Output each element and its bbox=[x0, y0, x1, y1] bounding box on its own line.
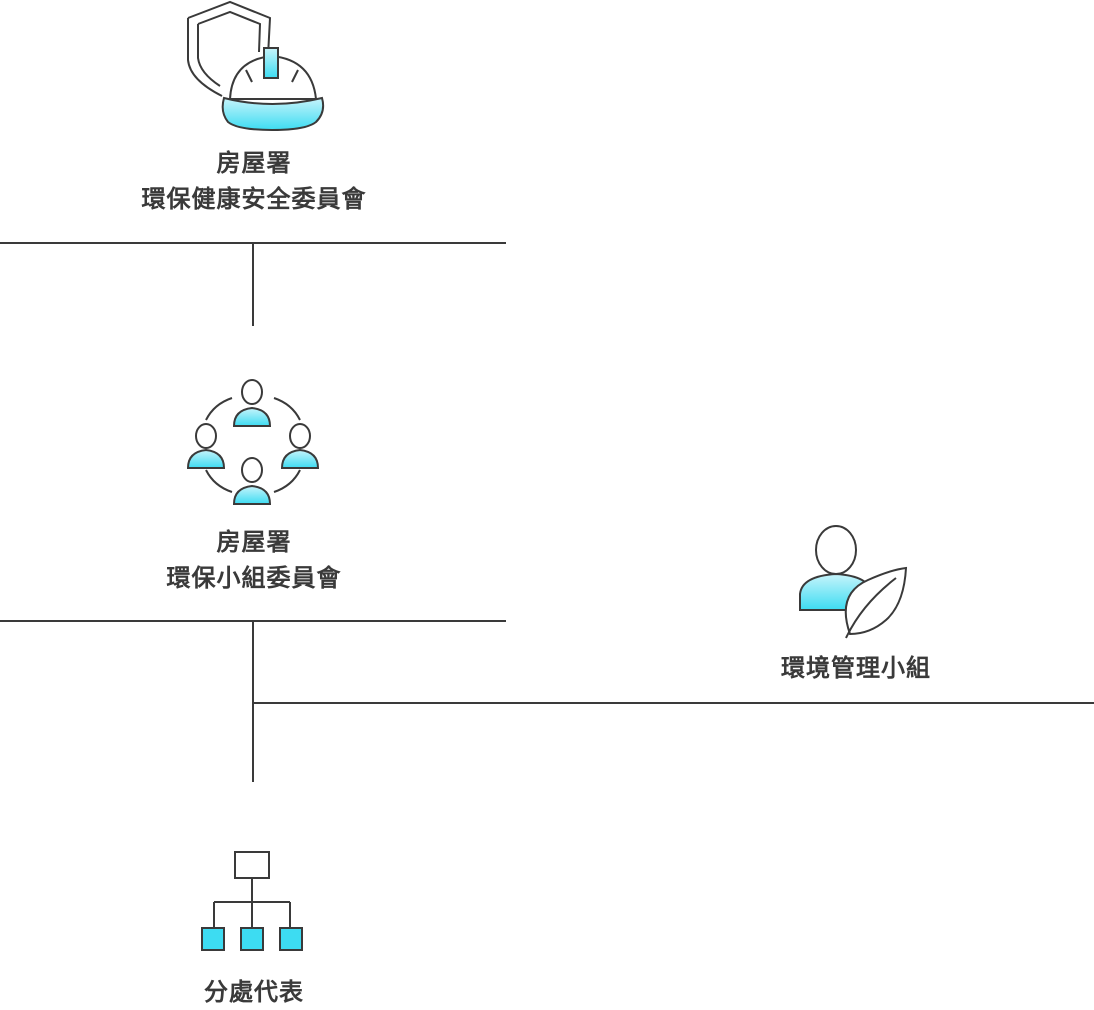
connector-branch-horizontal bbox=[252, 702, 1094, 704]
connector-top-vertical bbox=[252, 244, 254, 326]
connector-middle-horizontal bbox=[0, 620, 506, 622]
sub-committee-label-line1: 房屋署 bbox=[216, 528, 292, 556]
sub-committee-label-line2: 環保小組委員會 bbox=[166, 564, 342, 592]
connector-top-horizontal bbox=[0, 242, 506, 244]
committee-label-line1: 房屋署 bbox=[216, 149, 292, 177]
org-chart-icon bbox=[200, 850, 310, 952]
committee-label: 房屋署 環保健康安全委員會 bbox=[104, 145, 404, 217]
env-group-label-line1: 環境管理小組 bbox=[781, 654, 931, 682]
branch-reps-label: 分處代表 bbox=[154, 974, 354, 1010]
person-leaf-icon bbox=[796, 524, 916, 644]
team-circle-icon bbox=[184, 378, 324, 508]
env-group-label: 環境管理小組 bbox=[756, 650, 956, 686]
shield-hardhat-icon bbox=[180, 0, 330, 140]
sub-committee-label: 房屋署 環保小組委員會 bbox=[104, 524, 404, 596]
branch-reps-label-line1: 分處代表 bbox=[204, 978, 304, 1006]
committee-label-line2: 環保健康安全委員會 bbox=[141, 185, 367, 213]
